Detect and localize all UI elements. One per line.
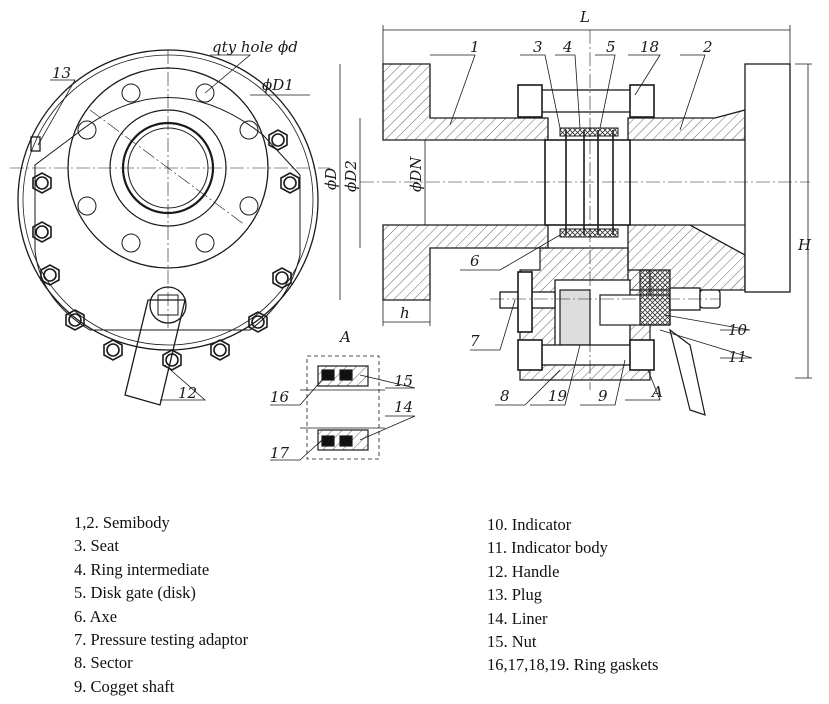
indicator-body xyxy=(639,269,671,326)
outer-bolt-nuts xyxy=(32,129,300,371)
callout-2: 2 xyxy=(702,38,713,56)
detail-a-ref: A xyxy=(650,383,663,401)
dim-D: ϕD xyxy=(322,168,340,190)
callout-11: 11 xyxy=(728,348,747,366)
legend-left: 1,2. Semibody 3. Seat 4. Ring intermediate… xyxy=(74,511,248,698)
callout-labels: 1 2 3 4 5 6 7 8 9 10 11 12 13 14 15 16 1… xyxy=(52,38,748,462)
callout-4: 4 xyxy=(562,38,573,56)
callout-12: 12 xyxy=(178,384,197,402)
dimension-labels: L H h qty hole ϕd ϕD1 ϕD ϕD2 ϕDN A A xyxy=(212,8,812,401)
legend-item: 13. Plug xyxy=(487,585,543,605)
legend-item: 1,2. Semibody xyxy=(74,513,170,532)
detail-a-view xyxy=(270,355,416,461)
legend-item: 6. Axe xyxy=(74,606,118,626)
section-view xyxy=(360,30,810,416)
dim-H: H xyxy=(797,236,812,254)
callout-1: 1 xyxy=(470,38,480,56)
leader-lines xyxy=(37,54,753,406)
legend-item: 5. Disk gate (disk) xyxy=(74,583,196,603)
dim-h: h xyxy=(400,304,410,322)
legend-item: 11. Indicator body xyxy=(487,538,608,558)
gate-block xyxy=(544,139,631,226)
legend-item: 7. Pressure testing adaptor xyxy=(74,630,249,650)
callout-10: 10 xyxy=(728,321,748,339)
legend-item: 3. Seat xyxy=(74,536,119,556)
legend-item: 15. Nut xyxy=(487,632,537,652)
callout-16: 16 xyxy=(270,388,290,406)
plug xyxy=(30,136,41,152)
callout-13: 13 xyxy=(52,64,71,82)
handle xyxy=(124,299,186,406)
legend-item: 4. Ring intermediate xyxy=(74,559,210,579)
inner-bolt-holes xyxy=(77,83,259,253)
dim-D2: ϕD2 xyxy=(342,160,360,192)
right-flange xyxy=(744,63,791,293)
dim-L: L xyxy=(579,8,590,26)
callout-18: 18 xyxy=(640,38,659,56)
callout-8: 8 xyxy=(500,387,510,405)
callout-6: 6 xyxy=(470,252,480,270)
legend-right: 10. Indicator 11. Indicator body 12. Handl… xyxy=(487,513,658,677)
detail-a-title: A xyxy=(338,328,351,346)
dim-D1: ϕD1 xyxy=(262,76,294,94)
callout-15: 15 xyxy=(394,372,413,390)
end-view xyxy=(10,49,330,406)
dim-qty-hole: qty hole ϕd xyxy=(212,38,298,56)
handle-hub xyxy=(149,286,187,324)
callout-19: 19 xyxy=(548,387,568,405)
legend-item: 12. Handle xyxy=(487,561,560,581)
legend-item: 8. Sector xyxy=(74,653,133,673)
callout-7: 7 xyxy=(470,332,480,350)
callout-17: 17 xyxy=(270,444,290,462)
callout-14: 14 xyxy=(394,398,413,416)
dim-DN: ϕDN xyxy=(407,156,425,192)
callout-3: 3 xyxy=(533,38,543,56)
legend-item: 10. Indicator xyxy=(487,515,572,534)
callout-9: 9 xyxy=(598,387,608,405)
legend-item: 9. Cogget shaft xyxy=(74,676,175,696)
legend-item: 14. Liner xyxy=(487,608,548,628)
dimension-lines xyxy=(339,25,812,379)
callout-5: 5 xyxy=(606,38,616,56)
legend-item: 16,17,18,19. Ring gaskets xyxy=(487,655,659,675)
valve-drawing: 1 2 3 4 5 6 7 8 9 10 11 12 13 14 15 16 1… xyxy=(10,8,812,462)
